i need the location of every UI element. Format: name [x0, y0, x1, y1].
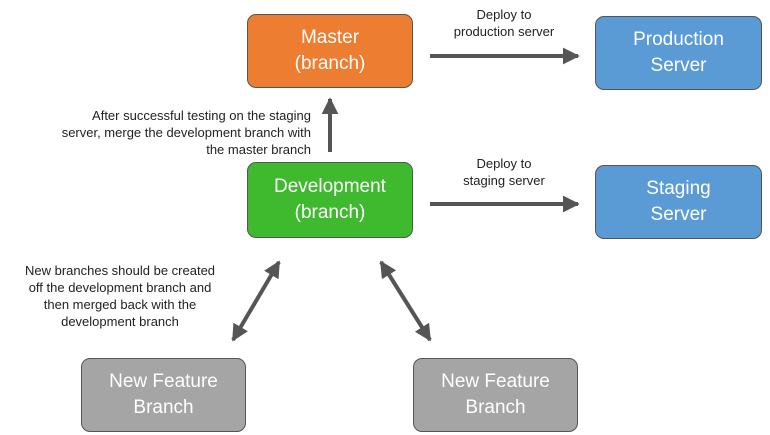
development-node-subtitle: (branch) — [294, 202, 366, 223]
feature-left-subtitle: Branch — [133, 397, 194, 418]
feature-branch-node-right: New Feature Branch — [413, 358, 578, 432]
staging-node-title: Staging — [646, 178, 711, 199]
master-node-title: Master — [300, 27, 360, 48]
development-node-title: Development — [274, 176, 386, 197]
feature-note-line1: New branches should be created — [24, 263, 216, 278]
production-node-title: Production — [633, 29, 724, 50]
feature-note-line4: development branch — [61, 314, 179, 329]
deploy-staging-line2: staging server — [463, 173, 545, 188]
merge-note-line1: After successful testing on the staging — [92, 108, 311, 123]
merge-note: After successful testing on the staging … — [0, 107, 311, 158]
feature-note-line2: off the development branch and — [28, 280, 212, 295]
production-node-subtitle: Server — [650, 55, 707, 76]
merge-note-line3: the master branch — [206, 142, 311, 157]
deploy-staging-label: Deploy to staging server — [430, 155, 578, 189]
arrow-development-feature-right — [379, 260, 432, 342]
feature-right-title: New Feature — [441, 371, 550, 392]
master-branch-node: Master (branch) — [247, 14, 413, 88]
feature-branch-node-left: New Feature Branch — [81, 358, 246, 432]
deploy-production-label: Deploy to production server — [430, 6, 578, 40]
deploy-production-line1: Deploy to — [476, 7, 532, 22]
feature-note-line3: then merged back with the — [43, 297, 197, 312]
production-server-node: Production Server — [595, 16, 762, 90]
deploy-production-line2: production server — [453, 24, 555, 39]
master-node-subtitle: (branch) — [294, 53, 366, 74]
staging-node-subtitle: Server — [650, 204, 707, 225]
arrow-development-feature-left — [231, 260, 281, 342]
development-branch-node: Development (branch) — [247, 162, 413, 238]
deploy-staging-line1: Deploy to — [476, 156, 532, 171]
staging-server-node: Staging Server — [595, 165, 762, 239]
merge-note-line2: server, merge the development branch wit… — [61, 125, 311, 140]
feature-left-title: New Feature — [109, 371, 218, 392]
feature-right-subtitle: Branch — [465, 397, 526, 418]
feature-branch-note: New branches should be created off the d… — [0, 262, 240, 330]
